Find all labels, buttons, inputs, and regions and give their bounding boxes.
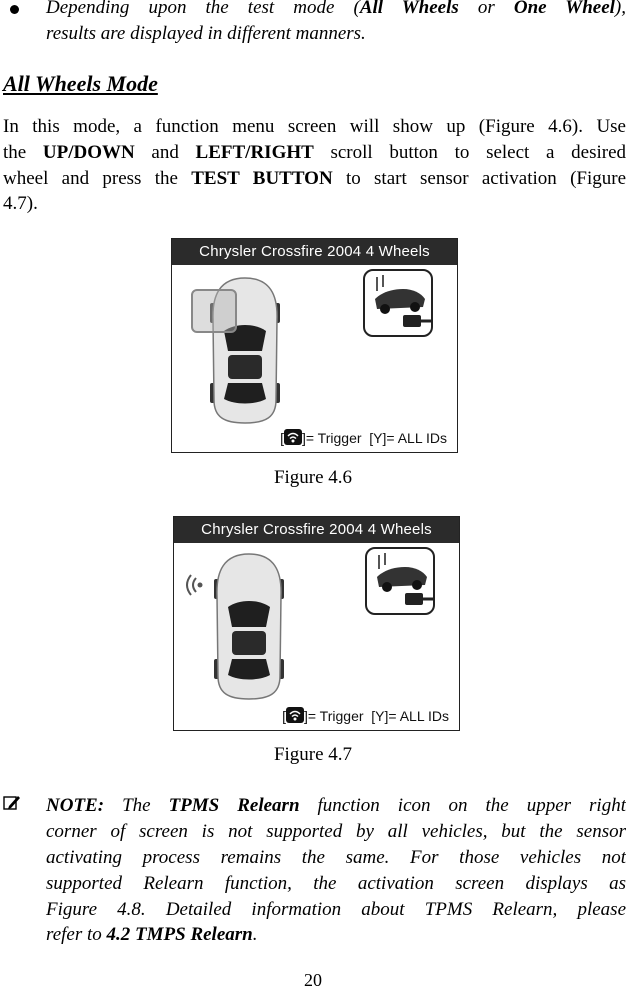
bullet-dot bbox=[10, 5, 19, 14]
section-title: All Wheels Mode bbox=[3, 71, 158, 96]
figure-4-7-screen: Chrysler Crossfire 2004 4 Wheels []= Tri… bbox=[173, 516, 460, 731]
bullet-line-2: results are displayed in different manne… bbox=[46, 23, 366, 44]
figure-4-7-caption: Figure 4.7 bbox=[273, 744, 353, 765]
car-top-view-icon bbox=[210, 277, 280, 424]
paragraph-line-4: 4.7). bbox=[3, 193, 38, 214]
tpms-relearn-icon bbox=[365, 547, 435, 615]
selected-wheel-highlight[interactable] bbox=[191, 289, 237, 333]
pencil-note-icon bbox=[3, 796, 20, 810]
figure-4-6-caption: Figure 4.6 bbox=[273, 467, 353, 488]
note-line-3: activating process remains the same. For… bbox=[46, 847, 626, 868]
screen-title: Chrysler Crossfire 2004 4 Wheels bbox=[174, 517, 459, 543]
note-line-1: NOTE: The TPMS Relearn function icon on … bbox=[46, 795, 626, 816]
page-number: 20 bbox=[304, 970, 322, 990]
paragraph-line-1: In this mode, a function menu screen wil… bbox=[3, 116, 626, 137]
screen-footer: []= Trigger [Y]= ALL IDs bbox=[282, 707, 449, 724]
screen-title: Chrysler Crossfire 2004 4 Wheels bbox=[172, 239, 457, 265]
wifi-trigger-icon bbox=[285, 707, 304, 723]
bullet-line-1: Depending upon the test mode (All Wheels… bbox=[46, 0, 626, 18]
figure-4-6-screen: Chrysler Crossfire 2004 4 Wheels []= Tri… bbox=[171, 238, 458, 453]
wifi-trigger-icon bbox=[283, 429, 302, 445]
screen-footer: []= Trigger [Y]= ALL IDs bbox=[280, 429, 447, 446]
note-line-6: refer to 4.2 TMPS Relearn. bbox=[46, 924, 258, 945]
car-top-view-icon bbox=[214, 553, 284, 700]
note-line-2: corner of screen is not supported by all… bbox=[46, 821, 626, 842]
note-line-4: supported Relearn function, the activati… bbox=[46, 873, 626, 894]
paragraph-line-2: the UP/DOWN and LEFT/RIGHT scroll button… bbox=[3, 142, 626, 163]
signal-wave-icon bbox=[186, 574, 203, 596]
note-line-5: Figure 4.8. Detailed information about T… bbox=[46, 899, 626, 920]
tpms-relearn-icon bbox=[363, 269, 433, 337]
paragraph-line-3: wheel and press the TEST BUTTON to start… bbox=[3, 168, 626, 189]
